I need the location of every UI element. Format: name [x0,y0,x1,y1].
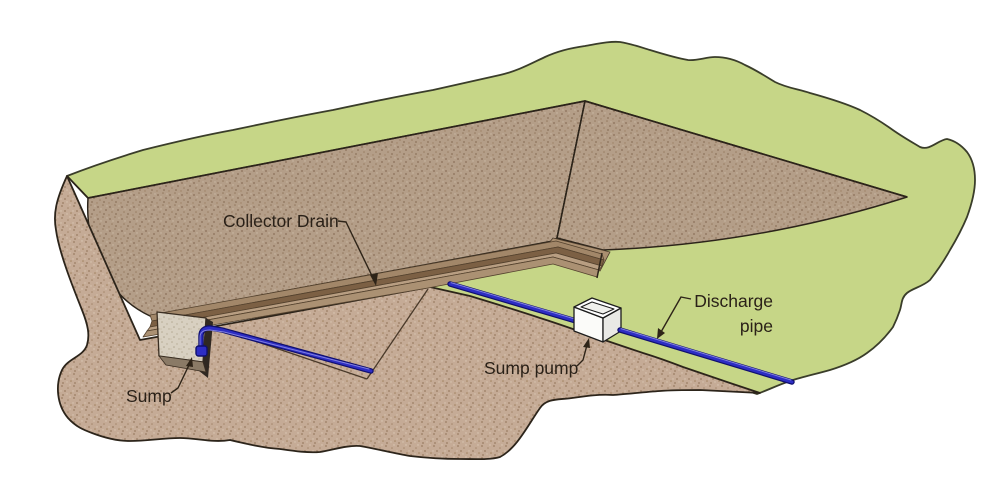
sump-pump-arrow [583,338,590,348]
sump-leader [170,362,191,394]
sump-pump-leader [576,344,588,367]
sump-arrow [186,357,193,367]
label-discharge-line2: pipe [740,316,773,336]
label-discharge-line1: Discharge [694,291,773,311]
collector-drain-leader [337,220,375,281]
collector-drain-channel [142,240,605,338]
drain-cut-end-edge [596,252,603,279]
discharge-pipe-arrow [657,328,665,339]
sump-pump-box [573,297,622,343]
excavation-right-wall [556,100,908,251]
leader-lines [170,220,692,394]
discharge-pipe-upper [447,281,579,324]
discharge-pipe-leader [660,296,692,333]
discharge-pipe-lower [617,327,795,385]
suction-pipe [195,325,374,374]
pit-corner-seam [556,100,586,239]
leader-arrowheads [186,273,665,367]
label-sump-pump: Sump pump [484,358,578,378]
soil-cut-face [54,175,761,461]
foot-valve [195,345,208,357]
surface-left-corner-edge [66,175,89,199]
label-discharge-pipe: Discharge pipe [694,291,773,336]
collector-drain-arrow [370,273,378,286]
label-collector-drain: Collector Drain [223,211,339,231]
label-sump: Sump [126,386,172,406]
pump-top-opening [580,301,615,315]
sump-bottom-lip [158,355,207,373]
